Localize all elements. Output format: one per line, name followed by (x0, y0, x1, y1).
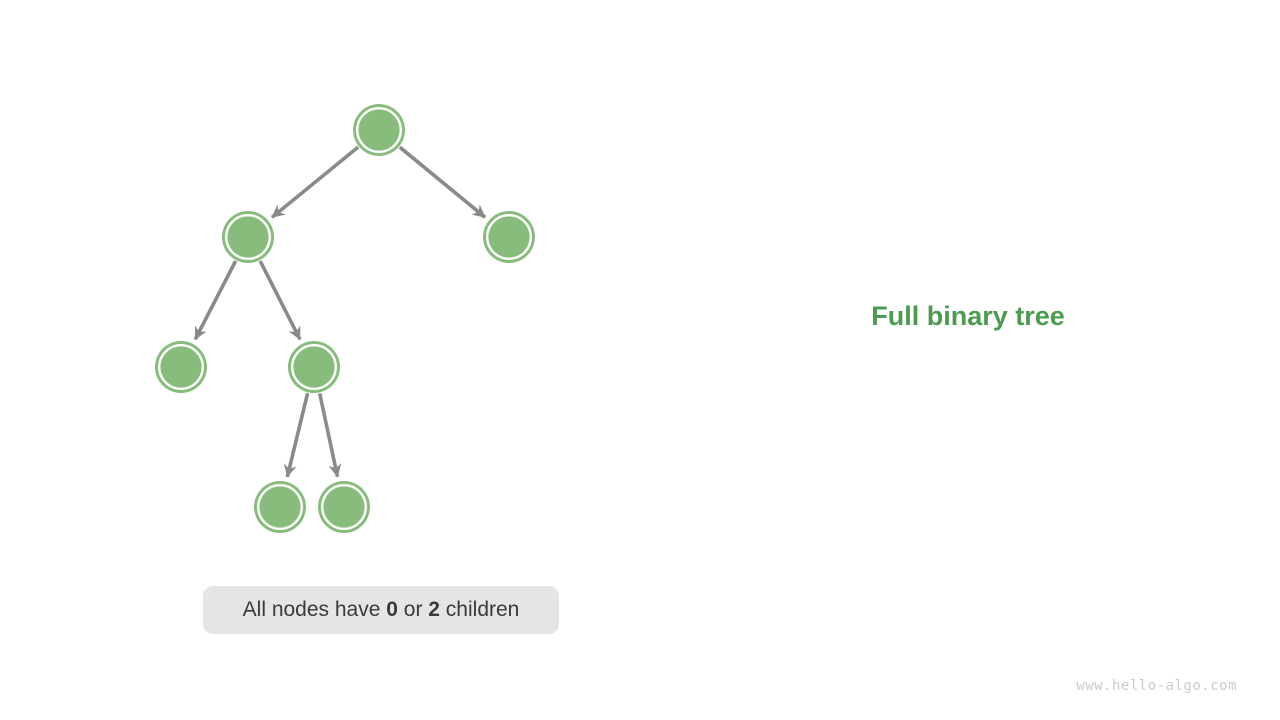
caption-bold-two: 2 (428, 598, 440, 621)
watermark: www.hello-algo.com (1076, 678, 1237, 694)
tree-node-left (222, 211, 274, 263)
tree-node-left-right-right (318, 481, 370, 533)
tree-node-left-right-left (254, 481, 306, 533)
tree-edge-left-right-to-left-right-left (283, 392, 310, 478)
tree-nodes (155, 104, 535, 533)
tree-node-root (353, 104, 405, 156)
tree-edge-root-to-right (398, 145, 487, 219)
caption-text-part3: children (439, 598, 520, 621)
tree-edge-left-to-left-left (193, 260, 238, 341)
caption-text-part2: or (397, 598, 429, 621)
tree-edges (193, 145, 487, 478)
tree-node-left-left (155, 341, 207, 393)
caption-text-part1: All nodes have (242, 598, 387, 621)
caption-bold-zero: 0 (386, 598, 398, 621)
tree-edge-left-to-left-right (258, 260, 302, 341)
tree-edge-left-right-to-left-right-right (317, 393, 342, 478)
tree-edge-root-to-left (270, 145, 360, 219)
caption-box: All nodes have 0 or 2 children (203, 586, 559, 634)
tree-node-right (483, 211, 535, 263)
figure-title: Full binary tree (871, 301, 1065, 331)
tree-node-left-right (288, 341, 340, 393)
